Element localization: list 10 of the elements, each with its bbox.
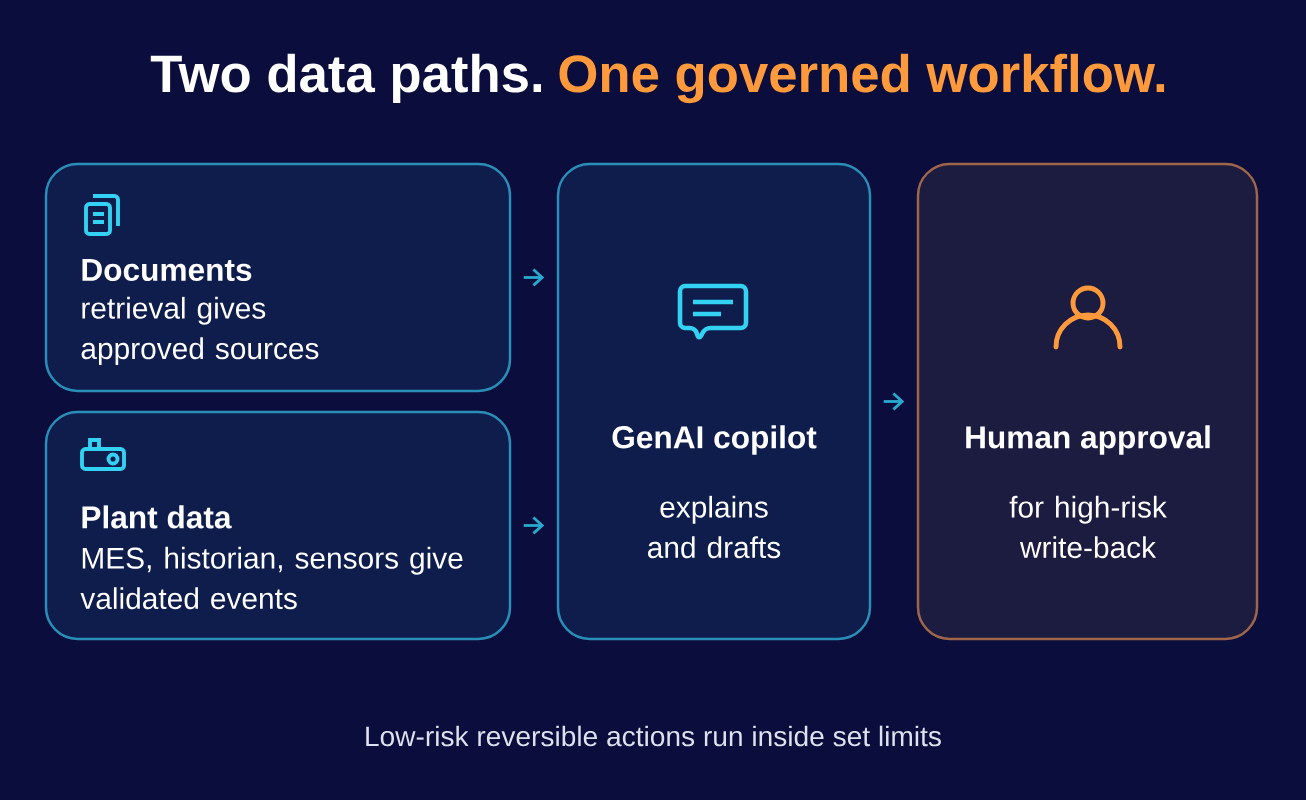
title: One governed workflow. [559,53,1165,104]
arrow [523,268,545,287]
process-box: GenAI copilot explains and drafts [556,162,872,641]
arrow [523,516,545,535]
approval-box: Human approval for high-risk write-back [916,162,1259,641]
title: Two data paths. [150,53,541,103]
arrow [883,392,905,411]
process-box: Plant data MES, historian, sensors give validated events [44,410,512,641]
process-box: Documents retrieval gives approved sources [44,162,512,393]
caption: Low-risk reversible actions run inside set limits [366,725,941,747]
